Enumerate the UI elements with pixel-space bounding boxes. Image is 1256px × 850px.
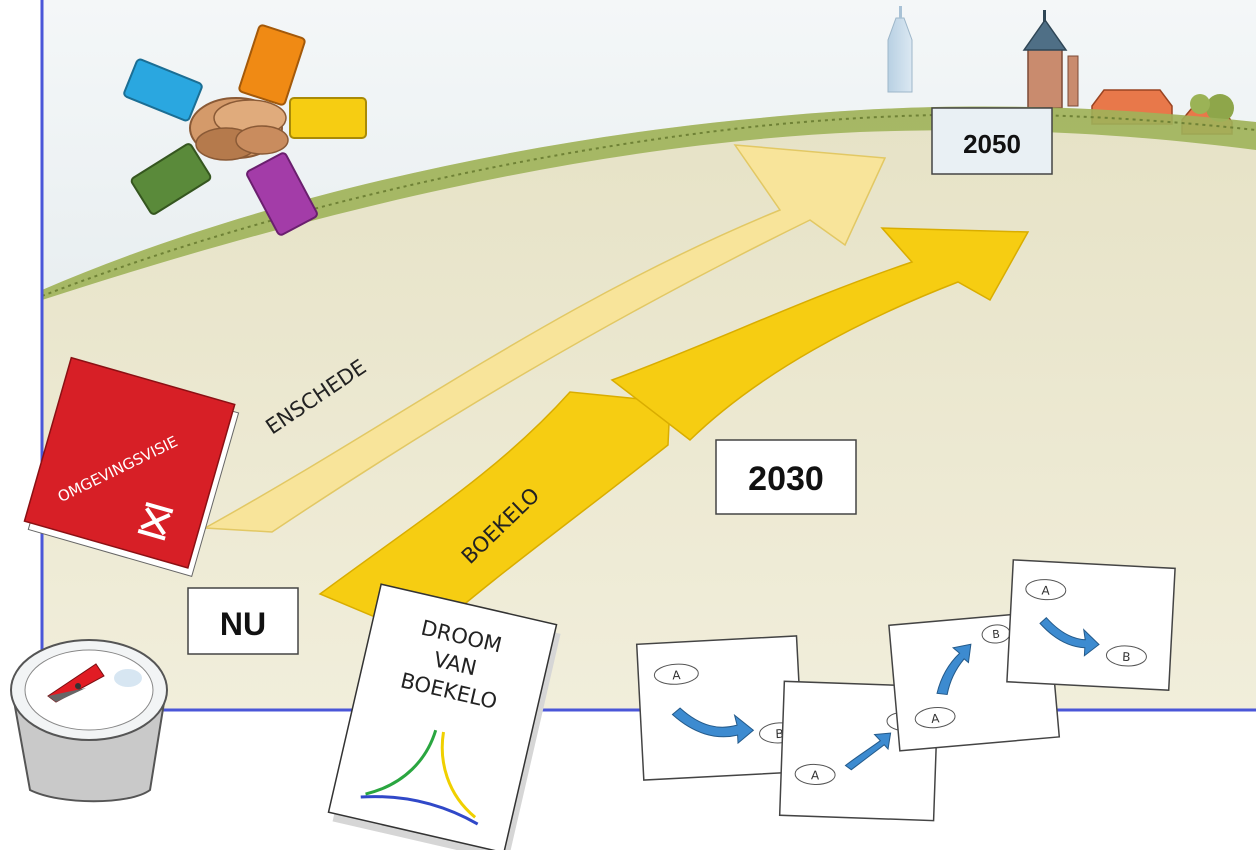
compass-icon (10, 639, 168, 803)
route-arrow-icon (1039, 616, 1100, 657)
route-card-to: B (992, 628, 1001, 642)
milestone-2030: 2030 (715, 439, 857, 515)
route-card: A B (635, 635, 805, 781)
droom-logo-icon (360, 729, 479, 826)
omgevingsvisie-book: OMGEVINGSVISIE (23, 356, 240, 577)
horizon-hedge (41, 106, 1256, 300)
milestone-2050: 2050 (931, 107, 1053, 175)
enschede-logo-icon (137, 501, 174, 541)
route-card-from: A (672, 668, 682, 682)
joined-hands-icon (123, 24, 367, 236)
route-card-from: A (811, 768, 820, 782)
route-card-to: B (1122, 650, 1131, 664)
milestone-nu: NU (187, 587, 299, 655)
milestone-2030-label: 2030 (748, 460, 824, 498)
route-arrow-icon (936, 643, 972, 696)
route-arrow-icon (671, 707, 755, 745)
route-arrow-icon (844, 732, 892, 771)
route-card-from: A (931, 711, 941, 726)
route-card-from: A (1041, 583, 1051, 597)
enschede-arrow (202, 144, 887, 533)
milestone-nu-label: NU (220, 606, 266, 642)
boekelo-arrow-segment-2 (610, 227, 1030, 441)
droom-van-boekelo-document: DROOM VAN BOEKELO (327, 583, 561, 850)
milestone-2050-label: 2050 (963, 129, 1021, 159)
route-card: A B (1006, 559, 1176, 691)
route-card-to: B (775, 727, 784, 741)
